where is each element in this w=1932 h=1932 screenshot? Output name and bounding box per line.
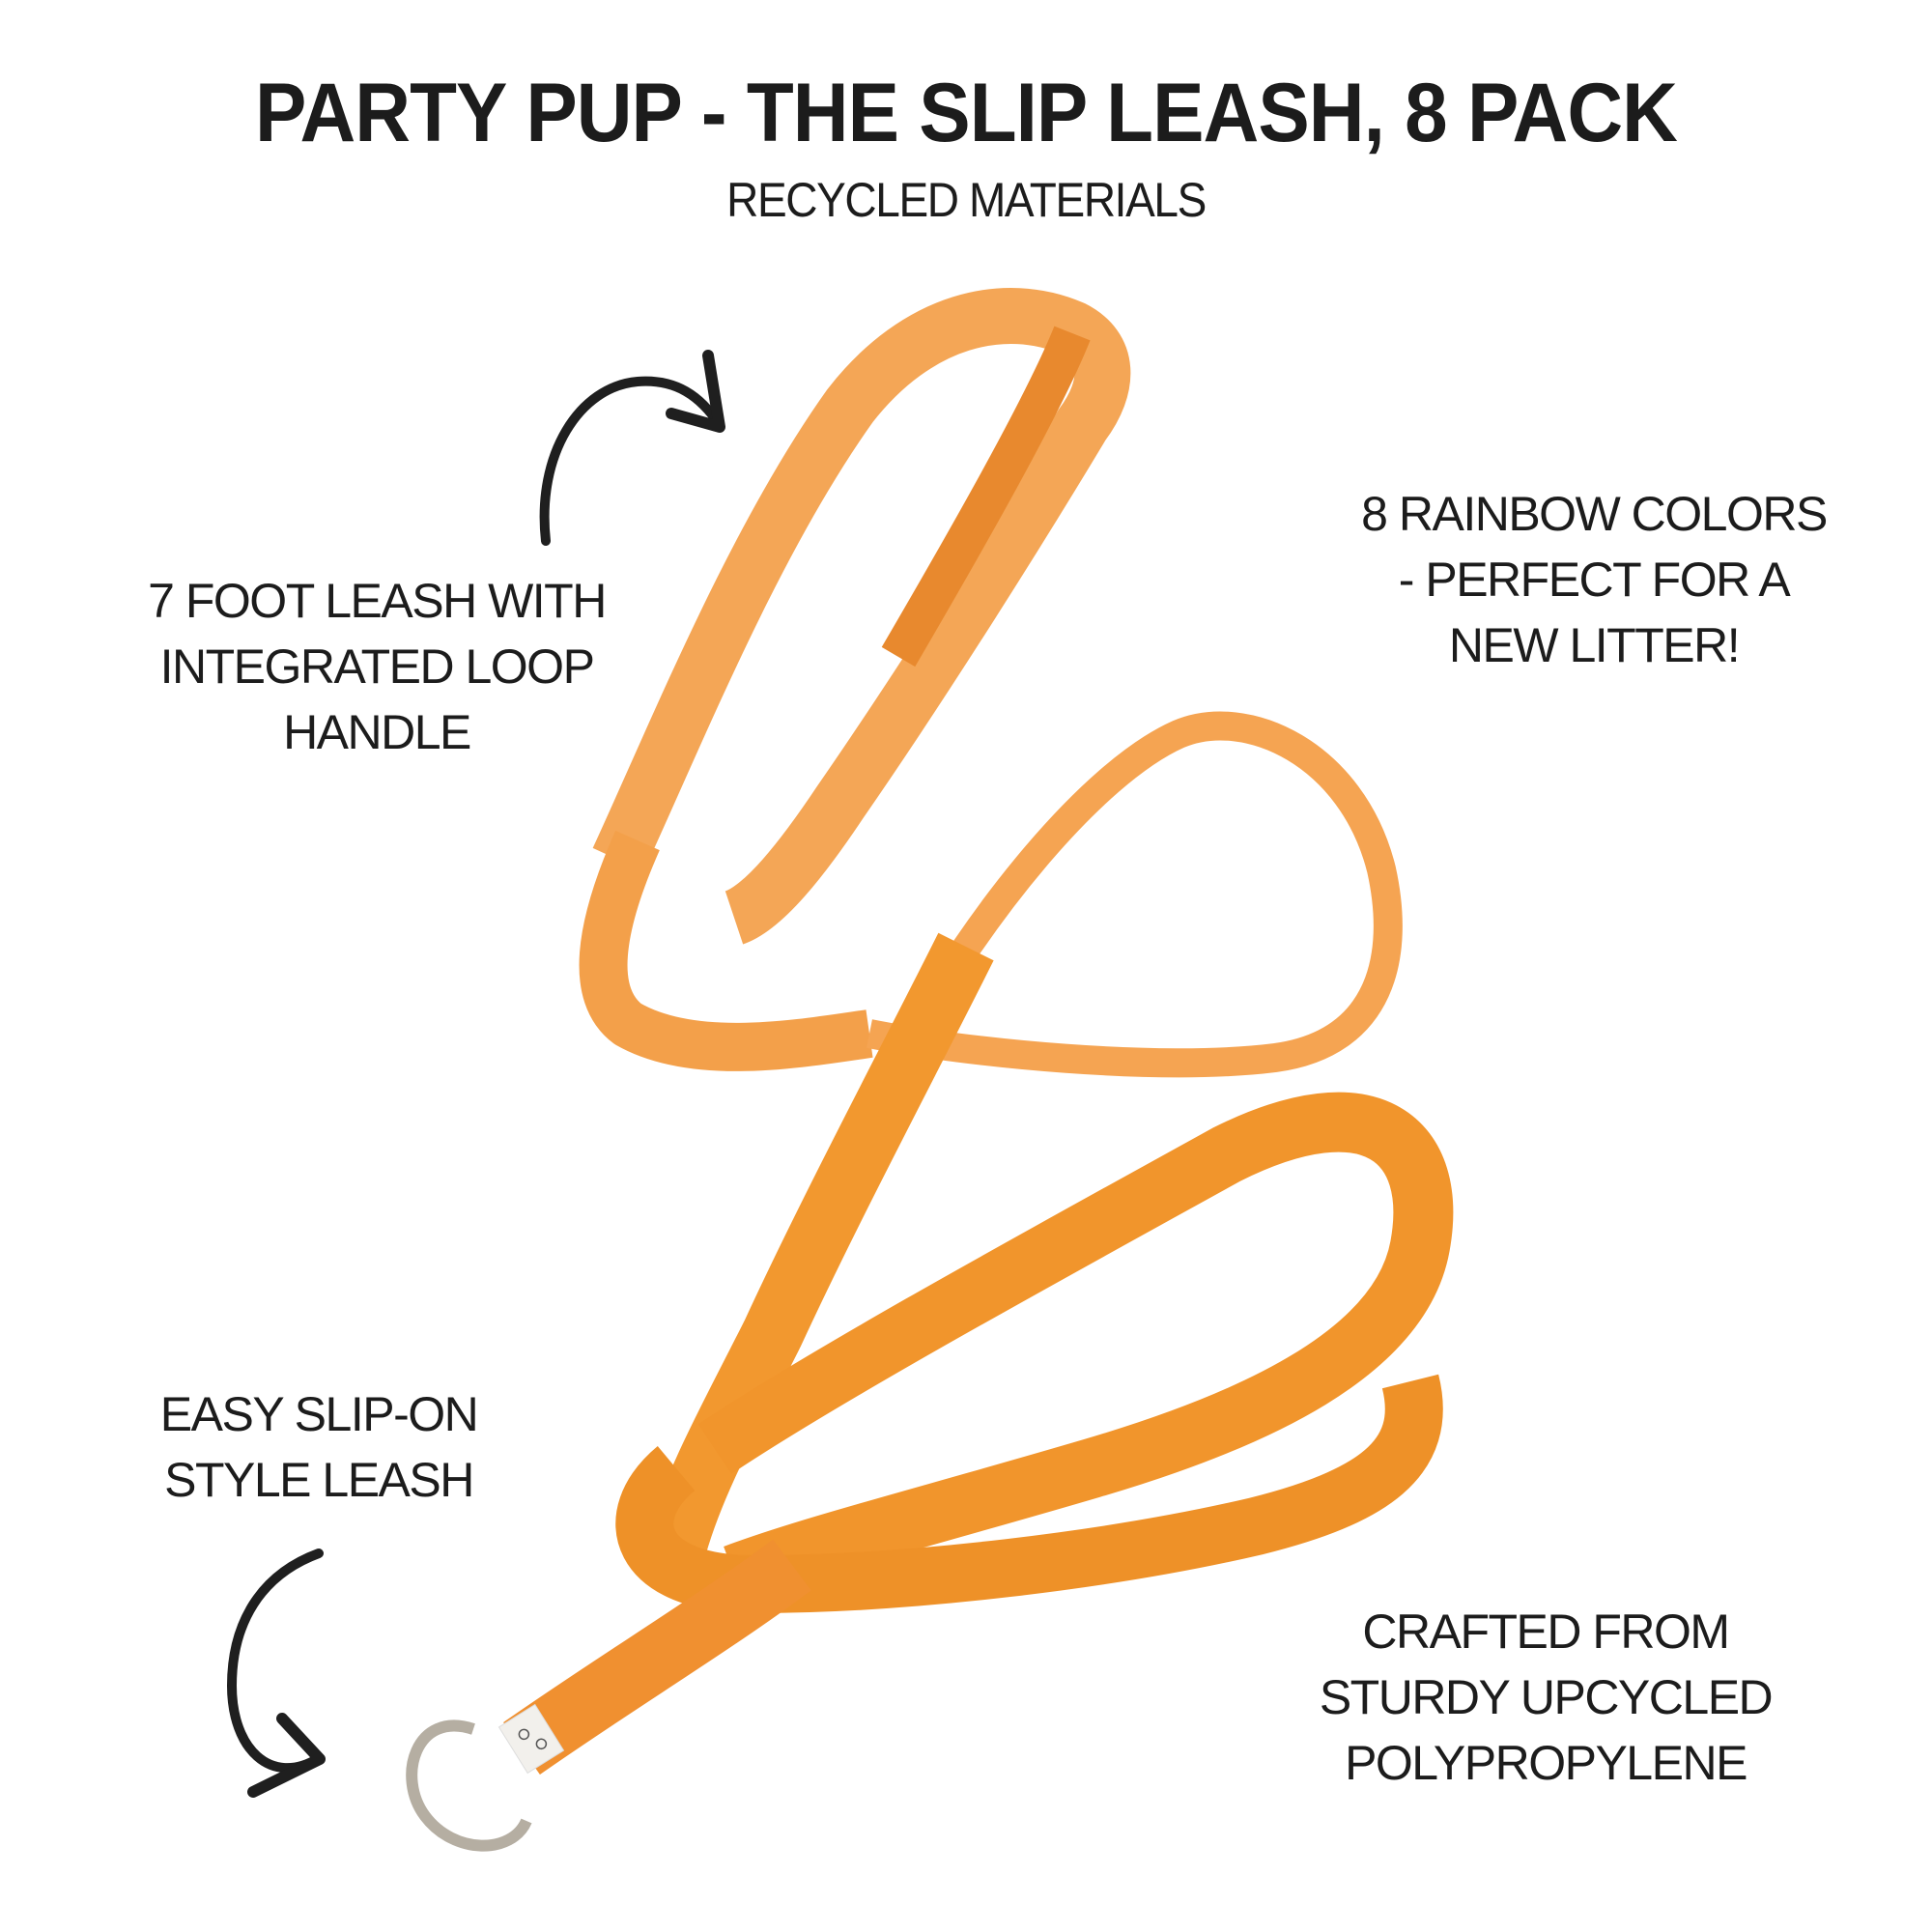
leash-image bbox=[503, 288, 1454, 1776]
curved-arrow-down-right-icon bbox=[227, 1548, 326, 1798]
curved-arrow-up-right-icon bbox=[539, 350, 725, 546]
callout-line: POLYPROPYLENE bbox=[1345, 1736, 1747, 1790]
callout-line: STYLE LEASH bbox=[164, 1453, 474, 1507]
callout-line: - PERFECT FOR A bbox=[1398, 553, 1791, 607]
callout-line: CRAFTED FROM bbox=[1362, 1605, 1730, 1659]
callout-line: INTEGRATED LOOP bbox=[159, 639, 595, 694]
callout-material: CRAFTED FROM STURDY UPCYCLED POLYPROPYLE… bbox=[1246, 1599, 1845, 1796]
callout-rainbow-colors: 8 RAINBOW COLORS - PERFECT FOR A NEW LIT… bbox=[1314, 481, 1874, 678]
d-ring-icon bbox=[406, 1719, 532, 1852]
page-subtitle: RECYCLED MATERIALS bbox=[726, 173, 1207, 227]
callout-line: 8 RAINBOW COLORS bbox=[1361, 487, 1828, 541]
callout-line: HANDLE bbox=[283, 705, 471, 759]
callout-line: 7 FOOT LEASH WITH bbox=[148, 574, 607, 628]
callout-line: STURDY UPCYCLED bbox=[1319, 1670, 1774, 1724]
callout-line: EASY SLIP-ON bbox=[159, 1387, 479, 1441]
paw-prints-icon bbox=[497, 1703, 565, 1775]
callout-line: NEW LITTER! bbox=[1448, 618, 1741, 672]
callout-slip-on: EASY SLIP-ON STYLE LEASH bbox=[116, 1381, 522, 1513]
page-title: PARTY PUP - THE SLIP LEASH, 8 PACK bbox=[254, 67, 1678, 159]
callout-leash-length: 7 FOOT LEASH WITH INTEGRATED LOOP HANDLE bbox=[97, 568, 657, 765]
